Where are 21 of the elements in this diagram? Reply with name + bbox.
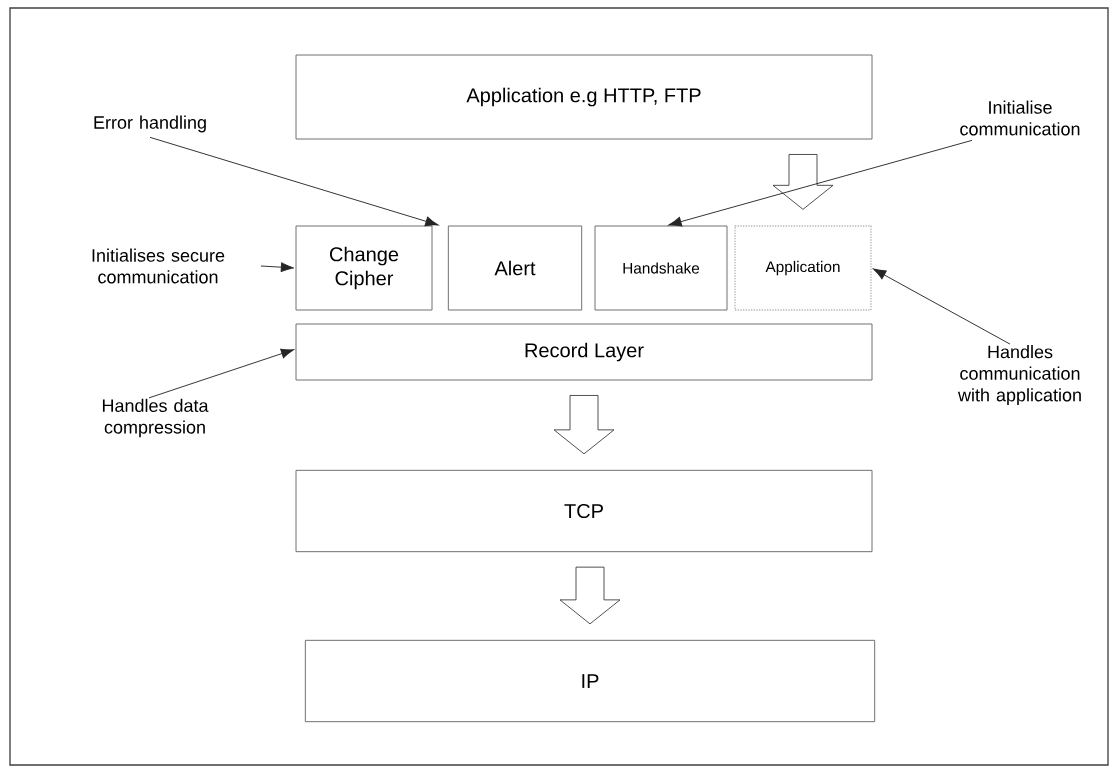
annotation: Initialise communication (960, 100, 1080, 136)
leader-line (148, 348, 295, 399)
layer-box: TCP (295, 469, 873, 553)
layer-box: IP (304, 639, 876, 723)
layer-box: Application e.g HTTP, FTP (295, 54, 873, 140)
protocol-box: Change Cipher (295, 225, 433, 311)
leader-line (149, 136, 439, 227)
block-arrow (772, 154, 834, 210)
layer-box: Record Layer (295, 323, 873, 381)
protocol-box: Application (734, 225, 872, 311)
leader-line (668, 139, 973, 227)
protocol-box: Handshake (594, 225, 728, 311)
protocol-box: Alert (447, 225, 583, 311)
annotation: Handles data compression (102, 398, 209, 438)
annotation: Initialises secure communication (92, 248, 225, 284)
block-arrow (553, 395, 615, 455)
annotation: Error handling (94, 115, 206, 133)
annotation: Handles communication with application (957, 345, 1081, 405)
leader-line (872, 268, 1011, 345)
leader-line (260, 262, 295, 273)
block-arrow (559, 566, 621, 625)
